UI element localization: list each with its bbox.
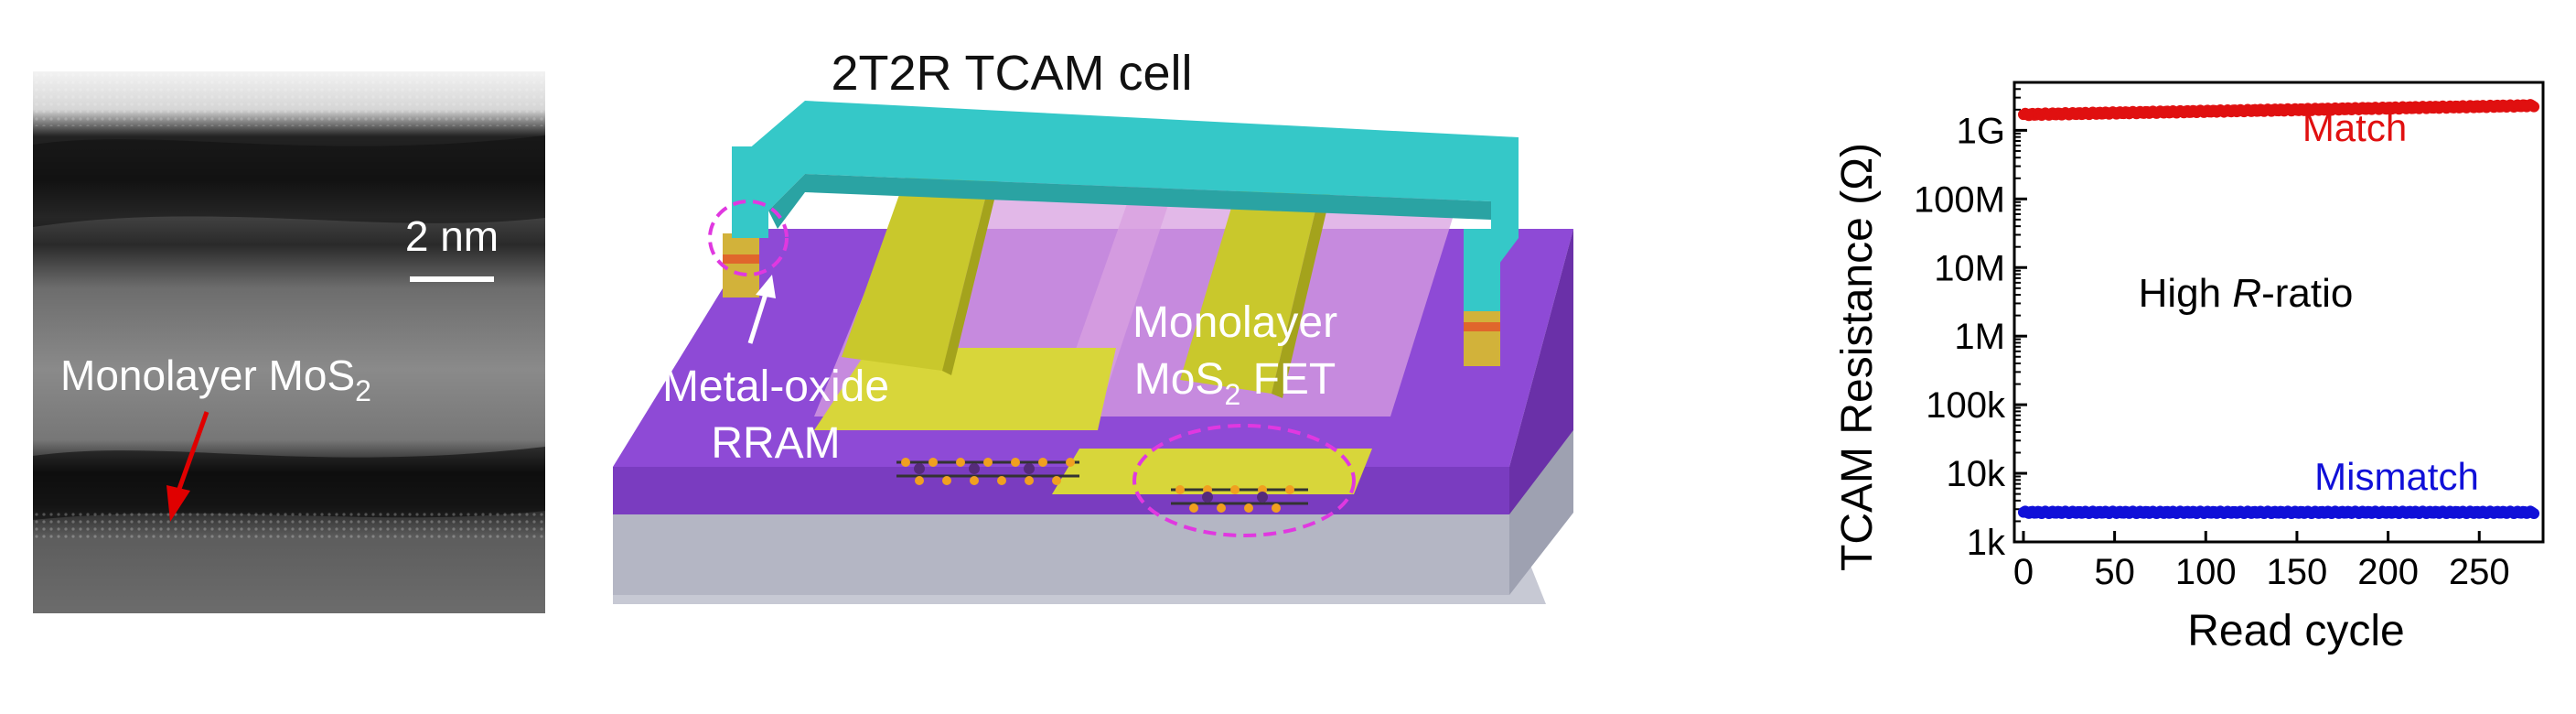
scale-bar-label: 2 nm [405,212,499,260]
x-tick-label: 100 [2175,552,2237,592]
monolayer-mos2-label: Monolayer MoS2 [60,352,371,407]
y-axis-label: TCAM Resistance (Ω) [1833,143,1882,571]
tem-image-panel: 2 nm Monolayer MoS2 [33,71,545,613]
rram-stack-left-oxide [723,254,759,264]
top-interconnect-shade [768,174,1491,229]
series-mismatch [2017,505,2540,520]
ratio-annotation: High R-ratio [2139,271,2354,316]
y-tick-label: 100k [1926,385,2006,426]
match-series-label: Match [2302,106,2407,149]
red-arrow-shaft [177,411,209,490]
base-layer-right [1509,430,1573,595]
y-tick-label: 10k [1947,454,2006,494]
via-left [732,146,768,238]
gate-electrode-left [842,151,997,371]
rram-stack-right-oxide [1464,322,1500,331]
rram-label-line2: RRAM [711,419,840,468]
x-tick-label: 0 [2013,552,2034,592]
bottom-electrode-right [1052,449,1372,494]
tcam-cell-schematic: 2T2R TCAM cell [613,46,1573,604]
rram-arrow-head [756,275,776,298]
gate-electrode-right-side [1272,165,1337,398]
rram-label-line1: Metal-oxide [662,362,889,411]
rram-highlight-circle [708,200,789,276]
top-interconnect [741,101,1519,275]
base-layer-front [613,513,1509,595]
plot-frame [2012,81,2545,544]
x-tick-label: 50 [2094,552,2135,592]
scale-bar [410,276,494,282]
gate-electrode-left-side [942,151,1006,375]
rram-arrow-shaft [747,290,769,344]
fet-highlight-circle [1132,424,1356,537]
via-right [1464,229,1500,311]
device-schematic-panel: 2T2R TCAM cell [585,0,1830,709]
y-tick-label: 1G [1957,111,2005,151]
fet-label-line2: MoS2 FET [1134,355,1336,411]
mos2-lattice-right [1171,485,1308,513]
mismatch-series-label: Mismatch [2314,455,2479,498]
x-tick-label: 250 [2449,552,2510,592]
schematic-title: 2T2R TCAM cell [831,46,1192,101]
x-tick-label: 150 [2267,552,2328,592]
x-tick-label: 200 [2357,552,2419,592]
series-match [2017,99,2540,122]
y-tick-label: 1M [1954,317,2005,357]
rram-stack-left [723,233,759,298]
rram-stack-right [1464,302,1500,366]
y-tick-label: 100M [1914,179,2005,220]
gate-electrode-right [1180,165,1326,394]
y-tick-label: 10M [1934,248,2005,288]
resistance-chart: 0 50 100 150 200 250 1k 10k 100k 1M 10M 100M 1G TCAM… [1833,81,2545,655]
data-point [2528,508,2540,520]
resistance-plot-panel: 0 50 100 150 200 250 1k 10k 100k 1M 10M 100M 1G TCAM… [1811,0,2576,709]
data-point [2528,101,2540,113]
tem-micrograph: 2 nm Monolayer MoS2 [33,71,545,613]
fet-label-line1: Monolayer [1132,298,1337,347]
substrate-right [1509,229,1573,514]
bottom-electrode-left [814,348,1116,430]
x-axis-label: Read cycle [2187,607,2404,655]
red-arrow-head [166,485,190,522]
mos2-lattice-left [896,458,1079,485]
y-tick-label: 1k [1967,523,2006,563]
